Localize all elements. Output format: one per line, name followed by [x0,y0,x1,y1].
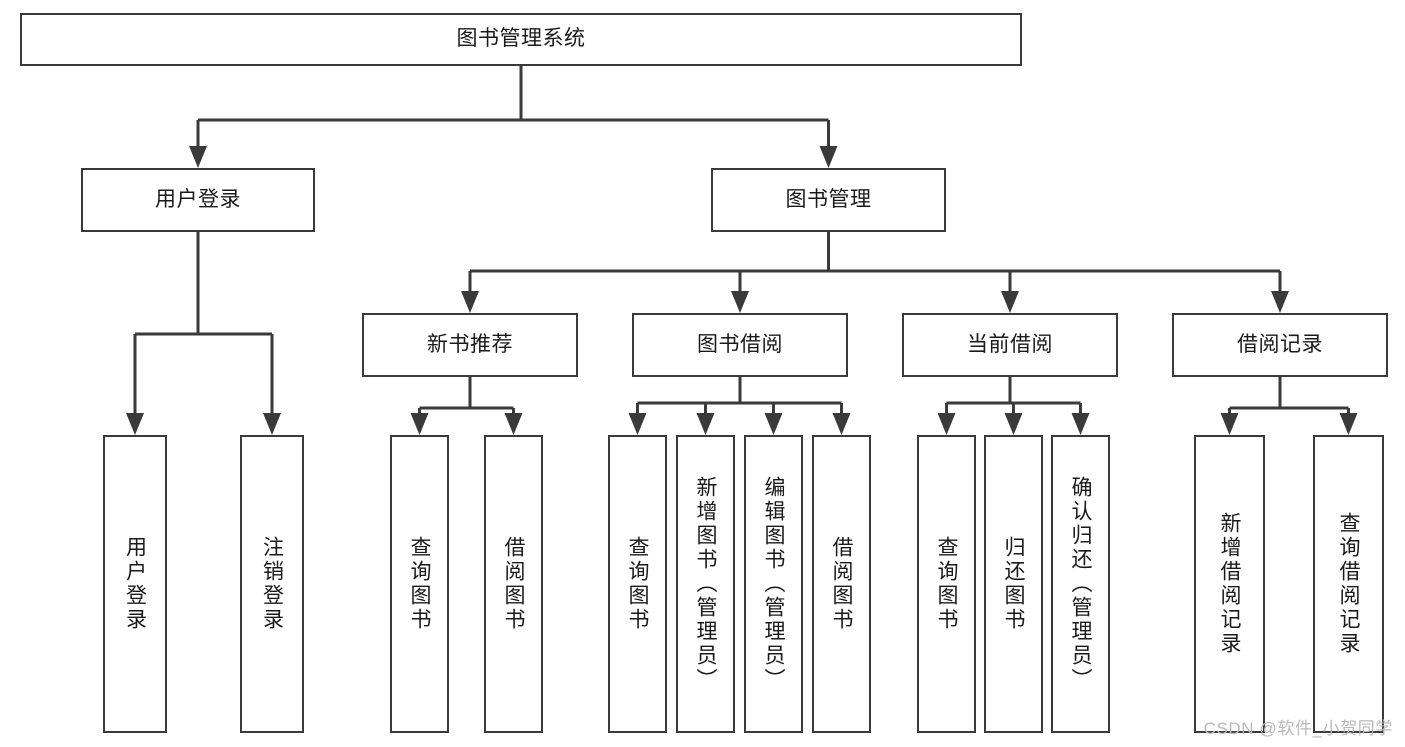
node-label: 确认归还（管理员） [1069,476,1092,692]
node-current-borrow[interactable]: 当前借阅 [902,313,1118,377]
node-book-borrow[interactable]: 图书借阅 [632,313,848,377]
node-label: 用户登录 [155,187,241,211]
node-leaf-query-book-current[interactable]: 查询图书 [917,435,976,733]
node-label: 查询借阅记录 [1337,512,1360,656]
node-label: 归还图书 [1002,536,1025,632]
node-label: 查询图书 [626,536,649,632]
node-label: 图书借阅 [697,332,783,356]
node-root-library-system[interactable]: 图书管理系统 [20,13,1022,66]
node-label: 新增借阅记录 [1218,512,1241,656]
node-leaf-borrow-book-recommend[interactable]: 借阅图书 [484,435,543,733]
node-label: 借阅记录 [1237,332,1323,356]
node-label: 查询图书 [408,536,431,632]
node-leaf-return-book[interactable]: 归还图书 [984,435,1043,733]
node-leaf-edit-book-admin[interactable]: 编辑图书（管理员） [744,435,803,733]
node-label: 查询图书 [935,536,958,632]
node-borrow-records[interactable]: 借阅记录 [1172,313,1388,377]
watermark-text: CSDN @软件_小贺同学 [1203,719,1393,738]
node-user-login[interactable]: 用户登录 [81,168,315,232]
node-leaf-borrow-book[interactable]: 借阅图书 [812,435,871,733]
node-label: 注销登录 [260,536,284,632]
node-label: 新书推荐 [427,332,513,356]
node-leaf-query-book-borrow[interactable]: 查询图书 [608,435,667,733]
node-label: 当前借阅 [967,332,1053,356]
node-leaf-add-borrow-record[interactable]: 新增借阅记录 [1194,435,1265,733]
node-leaf-confirm-return-admin[interactable]: 确认归还（管理员） [1051,435,1110,733]
node-label: 新增图书（管理员） [694,476,717,692]
node-leaf-add-book-admin[interactable]: 新增图书（管理员） [676,435,735,733]
node-leaf-query-book-recommend[interactable]: 查询图书 [390,435,449,733]
node-label: 图书管理系统 [456,27,586,51]
node-label: 借阅图书 [830,536,853,632]
node-label: 图书管理 [785,187,872,211]
node-leaf-logout[interactable]: 注销登录 [240,435,304,733]
node-label: 借阅图书 [502,536,525,632]
node-leaf-user-login[interactable]: 用户登录 [103,435,167,733]
node-label: 编辑图书（管理员） [762,476,785,692]
node-leaf-query-borrow-record[interactable]: 查询借阅记录 [1313,435,1384,733]
node-new-book-recommend[interactable]: 新书推荐 [362,313,578,377]
node-book-management[interactable]: 图书管理 [711,168,946,232]
node-label: 用户登录 [123,536,147,632]
